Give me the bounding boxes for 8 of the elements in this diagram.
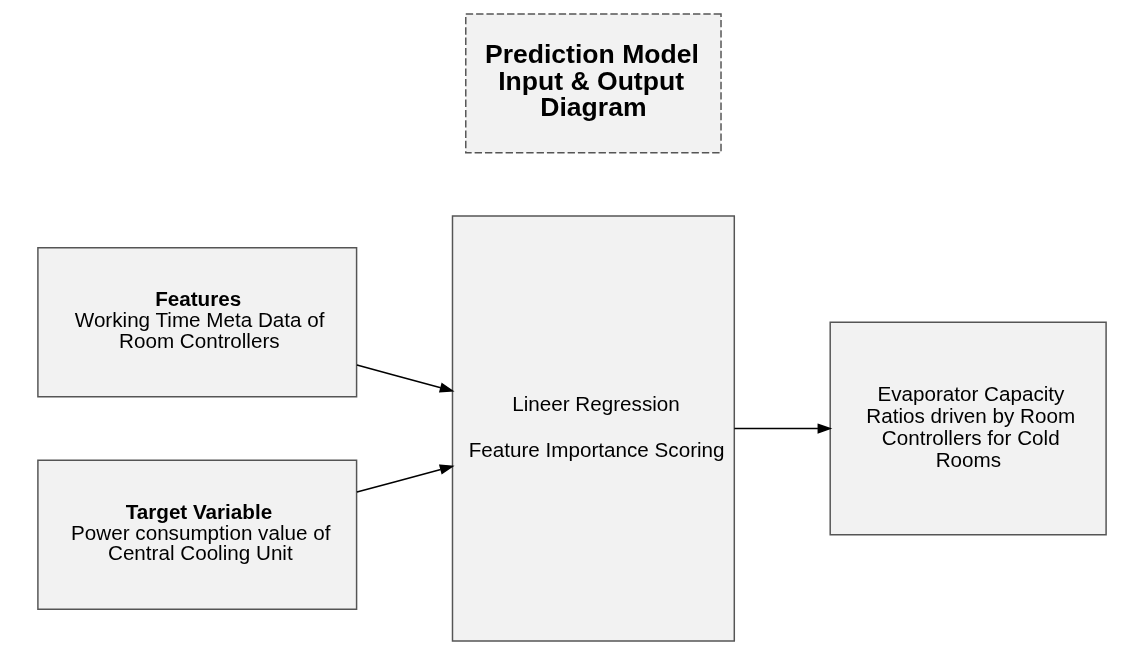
- node-box: Prediction Model Input & Output Diagram: [464, 13, 722, 154]
- node-box: Evaporator Capacity Ratios driven by Room Controllers for Cold Rooms: [828, 321, 1107, 536]
- arrow: [355, 364, 455, 393]
- node-box: Features Working Time Meta Data of Room Controllers: [36, 247, 357, 398]
- arrow: [355, 464, 455, 493]
- node-box: Target Variable Power consumption value of Central Cooling Unit: [36, 459, 357, 611]
- node-box: Lineer Regression Feature Importance Scoring: [451, 215, 735, 642]
- arrow: [733, 423, 832, 434]
